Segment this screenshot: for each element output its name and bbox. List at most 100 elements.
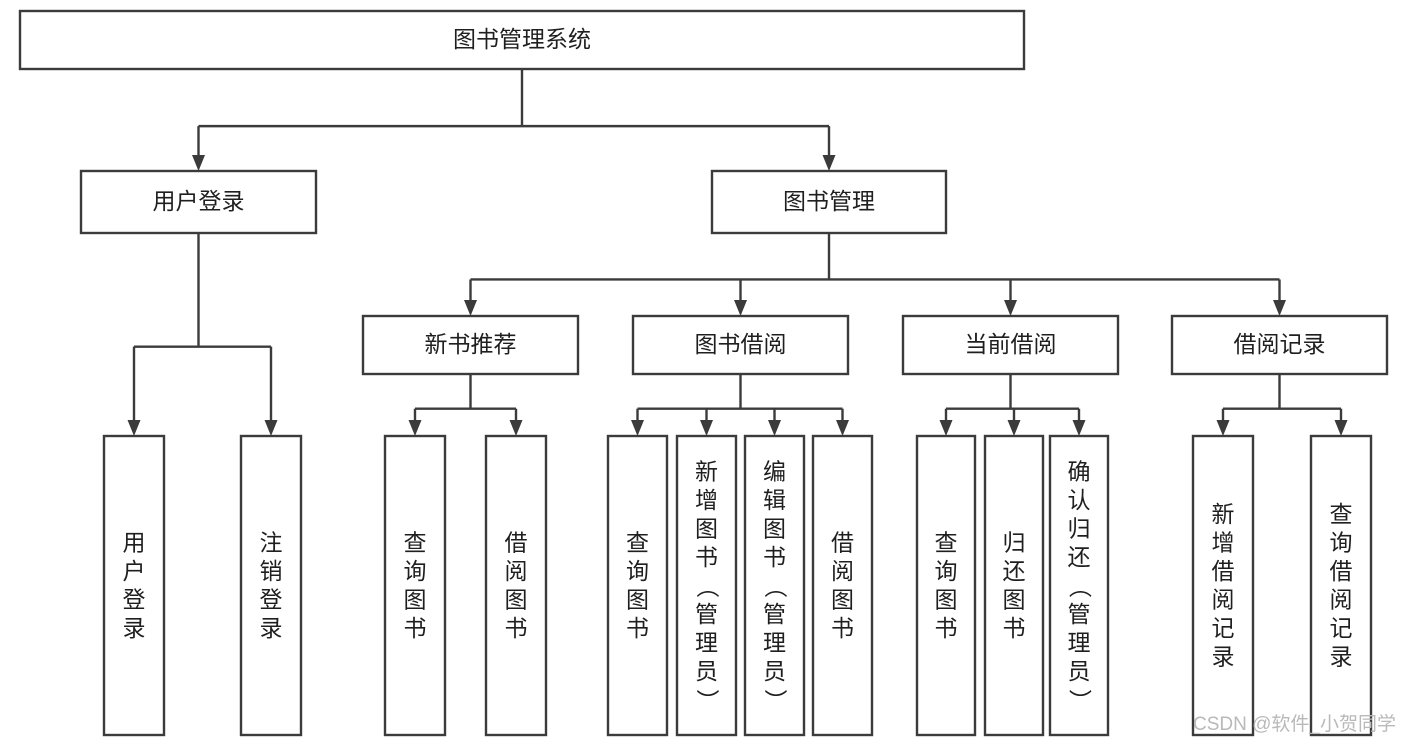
node-label-char: 还: [1068, 544, 1091, 570]
node-label-char: 登: [260, 587, 283, 613]
csdn-watermark: CSDN @软件_小贺同学: [1193, 713, 1396, 735]
node-label-char: 询: [404, 558, 427, 584]
node-label-char: 图: [695, 515, 718, 541]
node-label-char: 注: [260, 530, 283, 556]
node-label-char: 还: [1003, 558, 1026, 584]
node-label-char: 图: [935, 587, 958, 613]
edge-arrowhead: [1007, 420, 1021, 436]
node-label-char: 借: [1212, 558, 1235, 584]
edge-group-图书管理系统: [192, 69, 836, 171]
node-label-char: （: [695, 575, 721, 598]
node-label-char: 查: [404, 530, 427, 556]
edge-arrowhead: [1273, 300, 1286, 316]
node-label-char: 理: [1068, 629, 1091, 655]
node-label-char: 录: [123, 615, 146, 641]
node-box: [710, 169, 948, 235]
node-label-char: 销: [260, 558, 283, 584]
node-图书管理系统[interactable]: 图书管理系统: [18, 9, 1026, 71]
node-label-char: 辑: [763, 487, 786, 513]
node-label-char: 管: [763, 601, 786, 627]
edge-arrowhead: [734, 300, 747, 316]
node-借阅记录[interactable]: 借阅记录: [1170, 314, 1389, 376]
node-label-char: 新: [695, 458, 718, 484]
node-label: 用户登录: [123, 530, 146, 642]
node-label-char: 借: [1330, 558, 1353, 584]
node-box: [1048, 434, 1110, 737]
node-label: 借阅记录: [1234, 331, 1326, 357]
node-label-char: 员: [1068, 658, 1091, 684]
node-label: 图书管理系统: [453, 26, 591, 52]
node-box: [484, 434, 548, 737]
edge-arrowhead: [768, 420, 781, 436]
node-label-char: 阅: [505, 558, 528, 584]
edge-group-新书推荐: [408, 374, 523, 436]
node-label-char: （: [1067, 575, 1093, 598]
node-当前借阅[interactable]: 当前借阅: [901, 314, 1120, 376]
node-label: 当前借阅: [965, 331, 1057, 357]
node-label-char: 员: [695, 658, 718, 684]
edge-arrowhead: [939, 420, 953, 436]
edge-group-图书借阅: [631, 374, 849, 436]
node-label-char: 记: [1330, 615, 1353, 641]
edges-layer: [127, 69, 1348, 436]
node-label-char: 阅: [1330, 587, 1353, 613]
node-box: [743, 434, 806, 737]
edge-arrowhead: [700, 420, 713, 436]
node-label-char: 书: [695, 544, 718, 570]
node-box: [1170, 314, 1389, 376]
node-label-char: 户: [123, 558, 146, 584]
node-label-char: ）: [1067, 689, 1093, 712]
node-label-char: 确: [1068, 458, 1091, 484]
edge-arrowhead: [1072, 420, 1086, 436]
node-label-char: 查: [935, 530, 958, 556]
node-label-char: 询: [626, 558, 649, 584]
edge-arrowhead: [127, 420, 141, 436]
node-新书推荐[interactable]: 新书推荐: [361, 314, 580, 376]
node-box: [361, 314, 580, 376]
nodes-layer: 图书管理系统用户登录图书管理新书推荐图书借阅当前借阅借阅记录用户登录注销登录查询…: [18, 9, 1389, 737]
node-label-char: 用: [123, 530, 146, 556]
node-label-char: 借: [831, 530, 854, 556]
edge-arrowhead: [1334, 420, 1348, 436]
edge-arrowhead: [1216, 420, 1230, 436]
node-label-char: 编: [763, 458, 786, 484]
node-box: [1191, 434, 1255, 737]
node-label-char: 图: [831, 587, 854, 613]
node-label-char: 理: [695, 629, 718, 655]
node-label-char: 员: [763, 658, 786, 684]
edge-arrowhead: [631, 420, 644, 436]
node-label-char: 记: [1212, 615, 1235, 641]
node-用户登录-leaf[interactable]: 用户登录: [102, 434, 166, 737]
node-label-char: 图: [404, 587, 427, 613]
node-label-char: 归: [1003, 530, 1026, 556]
node-box: [383, 434, 447, 737]
node-label-char: 录: [1330, 644, 1353, 670]
node-box: [811, 434, 874, 737]
node-box: [915, 434, 977, 737]
node-图书管理[interactable]: 图书管理: [710, 169, 948, 235]
edge-arrowhead: [836, 420, 849, 436]
node-label-char: 归: [1068, 515, 1091, 541]
node-图书借阅[interactable]: 图书借阅: [631, 314, 850, 376]
node-label-char: 理: [763, 629, 786, 655]
node-用户登录[interactable]: 用户登录: [79, 169, 318, 235]
edge-arrowhead: [192, 155, 205, 171]
